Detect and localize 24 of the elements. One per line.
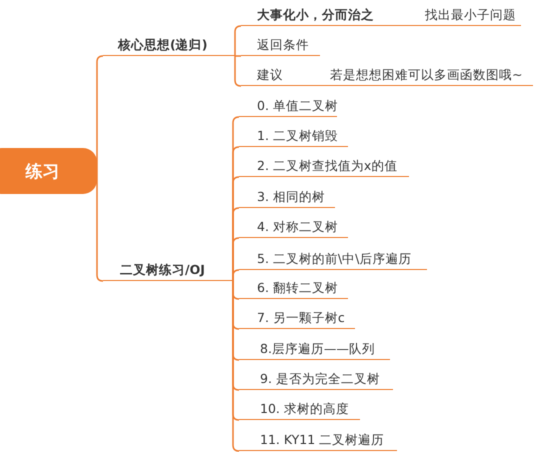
root-label: 练习 (26, 160, 60, 182)
subtopic: 若是想想困难可以多画函数图哦~ (323, 64, 533, 86)
branch-line (234, 25, 242, 57)
topic-text: 建议 (257, 67, 283, 83)
topic-text: 4. 对称二叉树 (257, 219, 338, 235)
topic-text: 0. 单值二叉树 (257, 98, 338, 114)
topic-text: 2. 二叉树查找值为x的值 (257, 158, 398, 174)
topic-text: 二叉树练习/OJ (120, 262, 205, 278)
topic-text: 7. 另一颗子树c (257, 310, 345, 326)
topic-text: 10. 求树的高度 (260, 401, 349, 417)
topic-text: 3. 相同的树 (257, 189, 325, 205)
topic-text: 9. 是否为完全二叉树 (260, 371, 380, 387)
topic-text: 1. 二叉树销毁 (257, 128, 338, 144)
branch-line (235, 55, 241, 57)
topic-text: 返回条件 (257, 37, 309, 53)
topic-text: 6. 翻转二叉树 (257, 280, 338, 296)
root-topic (0, 148, 97, 194)
subtopic: 找出最小子问题 (411, 4, 521, 26)
branch-line (232, 269, 240, 282)
topic-text: 核心思想(递归) (118, 37, 208, 53)
topic-text: 8.层序遍历——队列 (260, 341, 375, 357)
topic-text: 11. KY11 二叉树遍历 (260, 432, 384, 448)
topic-text: 大事化小，分而治之 (257, 7, 374, 23)
topic-text: 5. 二叉树的前\中\后序遍历 (257, 251, 412, 267)
